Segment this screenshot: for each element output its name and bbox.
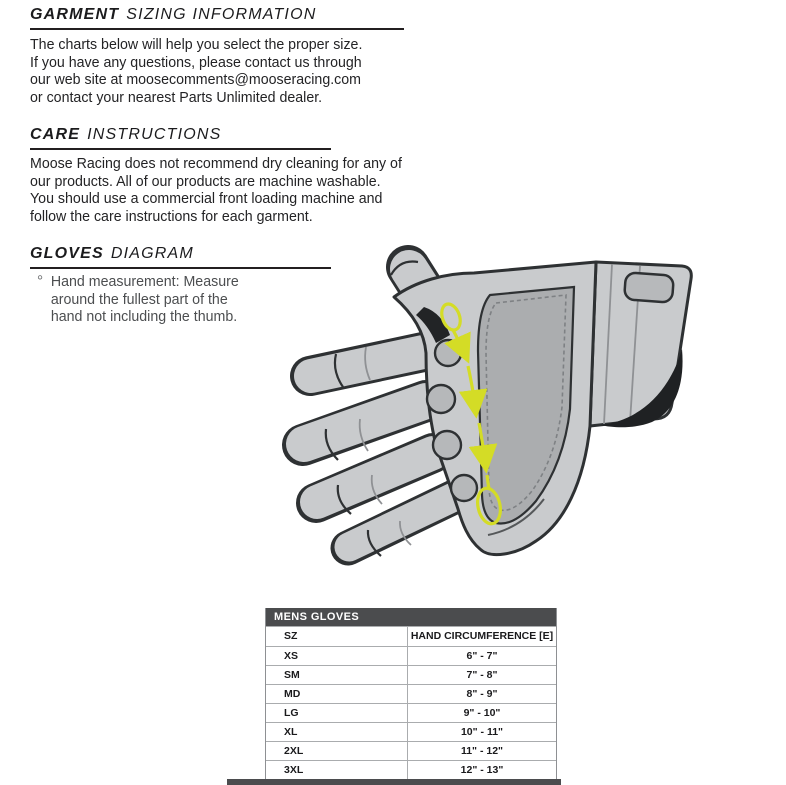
table-row: SM 7" - 8" <box>266 665 556 684</box>
heading-text: CARE INSTRUCTIONS <box>30 126 331 144</box>
bullet-icon: ° <box>37 273 44 290</box>
heading-text: GARMENT SIZING INFORMATION <box>30 6 404 24</box>
col-header-size: SZ <box>266 627 408 646</box>
circumference-cell: 11" - 12" <box>460 745 504 757</box>
size-cell: SM <box>266 666 408 684</box>
table-row: 3XL 12" - 13" <box>266 760 556 779</box>
glove-thumb-seam <box>390 260 419 276</box>
size-cell: XS <box>266 647 408 665</box>
heading-rule <box>30 148 331 150</box>
circumference-cell: 8" - 9" <box>466 688 498 700</box>
circumference-cell: 10" - 11" <box>460 726 504 738</box>
size-cell: MD <box>266 685 408 703</box>
heading-word-primary: GARMENT <box>30 6 120 23</box>
garment-sizing-heading: GARMENT SIZING INFORMATION <box>30 6 404 30</box>
circumference-cell: 12" - 13" <box>460 764 504 776</box>
col-header-circumference: HAND CIRCUMFERENCE [E] <box>410 630 554 642</box>
glove-finger-creases <box>358 346 412 546</box>
size-cell: 2XL <box>266 742 408 760</box>
heading-word-primary: GLOVES <box>30 245 104 262</box>
care-instructions-paragraph: Moose Racing does not recommend dry clea… <box>30 156 402 225</box>
circumference-cell: 9" - 10" <box>463 707 501 719</box>
gloves-diagram-heading: GLOVES DIAGRAM <box>30 245 331 269</box>
circumference-cell: 7" - 8" <box>466 669 498 681</box>
hand-measurement-text: Hand measurement: Measure around the ful… <box>50 274 239 326</box>
glove-palm-pad <box>476 285 576 525</box>
size-cell: 3XL <box>266 761 408 779</box>
hand-measurement-note: ° Hand measurement: Measure around the f… <box>37 274 239 327</box>
table-title: MENS GLOVES <box>266 608 556 626</box>
heading-word-secondary: SIZING INFORMATION <box>126 6 317 23</box>
size-cell: LG <box>266 704 408 722</box>
glove-illustration <box>282 245 693 566</box>
next-table-header-partial <box>227 779 561 785</box>
glove-thumb-shadow <box>416 307 450 343</box>
glove-fingers <box>282 331 476 566</box>
table-row: LG 9" - 10" <box>266 703 556 722</box>
table-row: XS 6" - 7" <box>266 646 556 665</box>
heading-text: GLOVES DIAGRAM <box>30 245 331 263</box>
heading-word-secondary: INSTRUCTIONS <box>87 126 222 143</box>
heading-rule <box>30 267 331 269</box>
table-row: XL 10" - 11" <box>266 722 556 741</box>
table-row: MD 8" - 9" <box>266 684 556 703</box>
heading-rule <box>30 28 404 30</box>
table-header-row: SZ HAND CIRCUMFERENCE [E] <box>266 626 556 646</box>
table-row: 2XL 11" - 12" <box>266 741 556 760</box>
glove-cuff <box>588 260 693 428</box>
care-instructions-heading: CARE INSTRUCTIONS <box>30 126 331 150</box>
garment-sizing-paragraph: The charts below will help you select th… <box>30 37 363 106</box>
circumference-cell: 6" - 7" <box>466 650 498 662</box>
size-cell: XL <box>266 723 408 741</box>
heading-word-primary: CARE <box>30 126 81 143</box>
measurement-tape-arrows-icon <box>440 302 502 526</box>
glove-fingertip-seams <box>324 353 382 557</box>
heading-word-secondary: DIAGRAM <box>110 245 194 262</box>
glove-heel-seam <box>487 498 545 536</box>
mens-gloves-table: MENS GLOVES SZ HAND CIRCUMFERENCE [E] XS… <box>265 608 557 780</box>
